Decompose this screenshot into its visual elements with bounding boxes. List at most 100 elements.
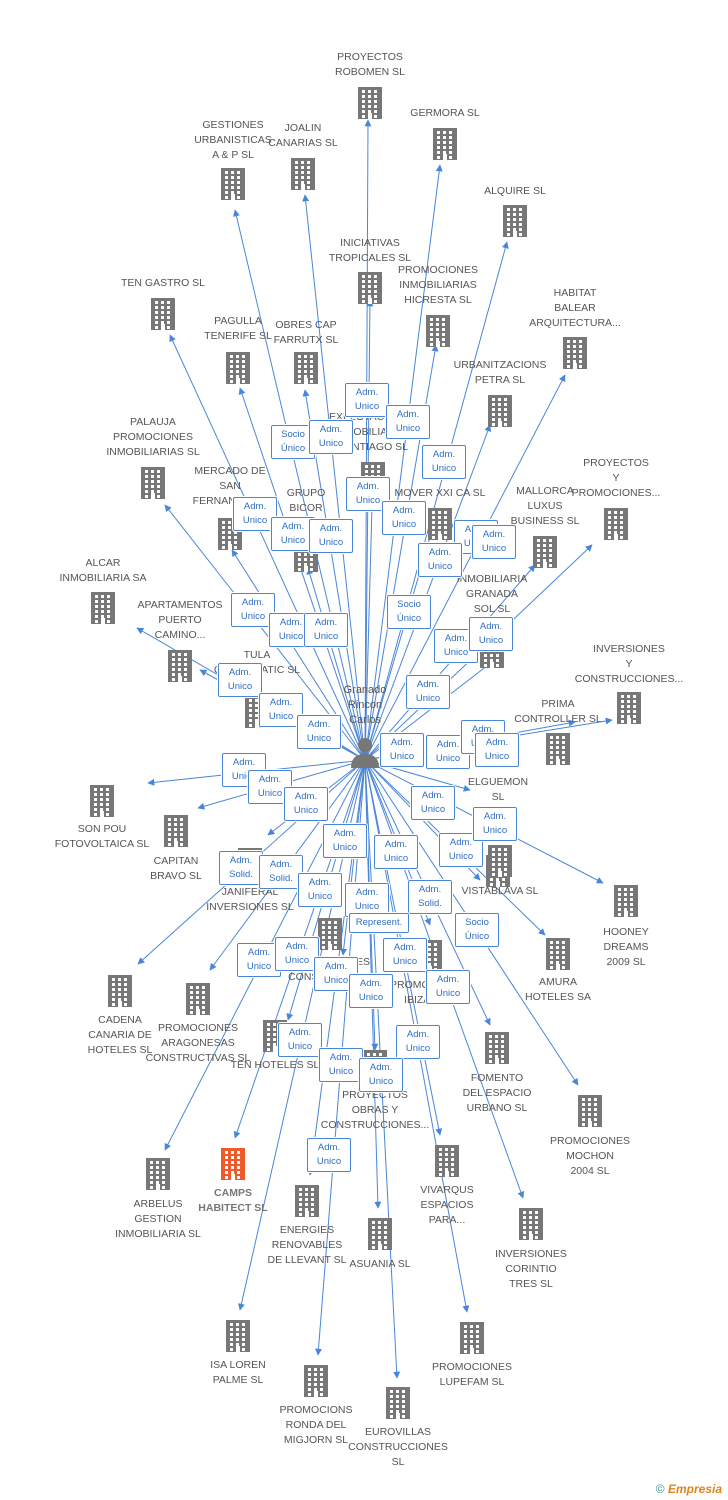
company-label[interactable]: PROMOCIONES INMOBILIARIAS HICRESTA SL bbox=[398, 264, 478, 306]
company-label[interactable]: MALLORCA LUXUS BUSINESS SL bbox=[510, 485, 580, 527]
company-label[interactable]: GRUPO BICOR bbox=[286, 487, 326, 514]
company-label[interactable]: INMOBILIARIA GRANADA SOL SL bbox=[456, 573, 528, 615]
company-label[interactable]: JANIFERAL INVERSIONES SL bbox=[206, 886, 294, 913]
company-building-icon[interactable] bbox=[146, 1158, 170, 1190]
company-building-icon[interactable] bbox=[614, 885, 638, 917]
company-label[interactable]: CADENA CANARIA DE HOTELES SL bbox=[87, 1014, 153, 1056]
role-badge: Adm. Unico bbox=[231, 593, 275, 627]
company-label[interactable]: EUROVILLAS CONSTRUCCIONES SL bbox=[348, 1426, 448, 1468]
role-badge: Adm. Unico bbox=[218, 663, 262, 697]
company-building-icon[interactable] bbox=[533, 536, 557, 568]
company-building-icon[interactable] bbox=[151, 298, 175, 330]
company-label[interactable]: TEN GASTRO SL bbox=[120, 277, 205, 289]
company-label[interactable]: INVERSIONES Y CONSTRUCCIONES... bbox=[574, 643, 684, 685]
company-building-icon[interactable] bbox=[563, 337, 587, 369]
company-building-icon[interactable] bbox=[318, 918, 342, 950]
company-building-icon[interactable] bbox=[295, 1185, 319, 1217]
company-building-icon[interactable] bbox=[617, 692, 641, 724]
role-badge: Adm. Unico bbox=[382, 501, 426, 535]
company-building-icon[interactable] bbox=[168, 650, 192, 682]
company-label[interactable]: PROYECTOS OBRAS Y CONSTRUCCIONES... bbox=[320, 1089, 430, 1131]
company-label[interactable]: FOMENTO DEL ESPACIO URBANO SL bbox=[462, 1072, 532, 1114]
company-building-icon[interactable] bbox=[108, 975, 132, 1007]
company-label[interactable]: VIVARQUS ESPACIOS PARA... bbox=[420, 1184, 474, 1226]
company-building-icon[interactable] bbox=[604, 508, 628, 540]
company-building-icon[interactable] bbox=[546, 938, 570, 970]
company-building-icon[interactable] bbox=[221, 168, 245, 200]
role-badge: Adm. Unico bbox=[475, 733, 519, 767]
role-badge: Adm. Unico bbox=[237, 943, 281, 977]
company-building-icon[interactable] bbox=[294, 352, 318, 384]
company-building-icon[interactable] bbox=[428, 508, 452, 540]
footer-brand[interactable]: © Empresia bbox=[656, 1482, 722, 1496]
company-building-icon[interactable] bbox=[485, 1032, 509, 1064]
company-label[interactable]: ALQUIRE SL bbox=[484, 185, 546, 197]
company-building-icon[interactable] bbox=[304, 1365, 328, 1397]
company-label[interactable]: MOVER XXI CA SL bbox=[394, 487, 486, 499]
company-building-icon[interactable] bbox=[226, 1320, 250, 1352]
company-label[interactable]: PROYECTOS ROBOMEN SL bbox=[334, 51, 405, 78]
company-building-icon[interactable] bbox=[186, 983, 210, 1015]
company-label[interactable]: JOALIN CANARIAS SL bbox=[268, 122, 338, 149]
company-building-icon[interactable] bbox=[435, 1145, 459, 1177]
company-building-icon[interactable] bbox=[433, 128, 457, 160]
company-label[interactable]: PROMOCIONS RONDA DEL MIGJORN SL bbox=[279, 1404, 353, 1446]
company-label[interactable]: ELGUEMON SL bbox=[467, 776, 529, 803]
company-building-icon[interactable] bbox=[358, 87, 382, 119]
company-label[interactable]: PROMOCIONES LUPEFAM SL bbox=[432, 1361, 512, 1388]
role-badge: Adm. Unico bbox=[473, 807, 517, 841]
company-building-icon[interactable] bbox=[164, 815, 188, 847]
company-label[interactable]: SON POU FOTOVOLTAICA SL bbox=[54, 823, 150, 850]
company-building-icon[interactable] bbox=[488, 845, 512, 877]
company-building-icon[interactable] bbox=[503, 205, 527, 237]
company-building-icon[interactable] bbox=[358, 272, 382, 304]
company-label[interactable]: ALCAR INMOBILIARIA SA bbox=[59, 557, 147, 584]
company-label[interactable]: APARTAMENTOS PUERTO CAMINO... bbox=[137, 599, 223, 641]
company-building-icon[interactable] bbox=[368, 1218, 392, 1250]
company-label[interactable]: AMURA HOTELES SA bbox=[525, 976, 591, 1003]
company-label[interactable]: INICIATIVAS TROPICALES SL bbox=[328, 237, 412, 264]
company-building-icon[interactable] bbox=[386, 1387, 410, 1419]
company-building-icon[interactable] bbox=[90, 785, 114, 817]
company-label[interactable]: ENERGIES RENOVABLES DE LLEVANT SL bbox=[267, 1224, 347, 1266]
company-building-icon[interactable] bbox=[91, 592, 115, 624]
company-label[interactable]: CAMPS HABITECT SL bbox=[198, 1187, 268, 1214]
company-label[interactable]: URBANITZACIONS PETRA SL bbox=[453, 359, 547, 386]
company-label[interactable]: PROYECTOS Y PROMOCIONES... bbox=[571, 457, 661, 499]
role-badge: Socio Único bbox=[387, 595, 431, 629]
company-label[interactable]: GESTIONES URBANISTICAS A & P SL bbox=[194, 119, 272, 161]
company-label[interactable]: VISTABLAVA SL bbox=[461, 885, 539, 897]
company-building-icon[interactable] bbox=[141, 467, 165, 499]
company-label[interactable]: INVERSIONES CORINTIO TRES SL bbox=[495, 1248, 567, 1290]
company-label[interactable]: TEN HOTELES SL bbox=[230, 1059, 320, 1071]
role-badge: Adm. Unico bbox=[383, 938, 427, 972]
company-label[interactable]: ISA LOREN PALME SL bbox=[210, 1359, 266, 1386]
company-label[interactable]: HABITAT BALEAR ARQUITECTURA... bbox=[529, 287, 621, 329]
company-building-icon[interactable] bbox=[578, 1095, 602, 1127]
company-building-icon[interactable] bbox=[226, 352, 250, 384]
company-label[interactable]: ARBELUS GESTION INMOBILIARIA SL bbox=[115, 1198, 201, 1240]
company-building-icon[interactable] bbox=[426, 315, 450, 347]
company-label[interactable]: GERMORA SL bbox=[410, 107, 480, 119]
company-label[interactable]: OBRES CAP FARRUTX SL bbox=[273, 319, 339, 346]
company-label[interactable]: PAGULLA TENERIFE SL bbox=[204, 315, 272, 342]
company-building-icon[interactable] bbox=[546, 733, 570, 765]
company-label[interactable]: PALAUJA PROMOCIONES INMOBILIARIAS SL bbox=[106, 416, 200, 458]
company-label[interactable]: PRIMA CONTROLLER SL bbox=[514, 698, 602, 725]
role-badge: Adm. Unico bbox=[418, 543, 462, 577]
company-label[interactable]: HOONEY DREAMS 2009 SL bbox=[603, 926, 649, 968]
company-building-icon[interactable] bbox=[488, 395, 512, 427]
company-building-icon[interactable] bbox=[460, 1322, 484, 1354]
company-building-icon[interactable] bbox=[221, 1148, 245, 1180]
company-building-icon[interactable] bbox=[519, 1208, 543, 1240]
relation-edge bbox=[231, 549, 366, 761]
company-label[interactable]: PROMOCIONES MOCHON 2004 SL bbox=[550, 1135, 630, 1177]
company-label[interactable]: PROMOCIONES ARAGONESAS CONSTRUCTIVAS SL bbox=[145, 1022, 251, 1064]
person-name[interactable]: Granado Rincon Carlos bbox=[343, 684, 387, 726]
company-label[interactable]: CAPITAN BRAVO SL bbox=[150, 855, 202, 882]
company-label[interactable]: MERCADO DE SAN FERNANDO SL bbox=[192, 465, 268, 507]
company-label[interactable]: ASUANIA SL bbox=[349, 1258, 411, 1270]
company-building-icon[interactable] bbox=[291, 158, 315, 190]
person-icon[interactable] bbox=[351, 738, 379, 768]
